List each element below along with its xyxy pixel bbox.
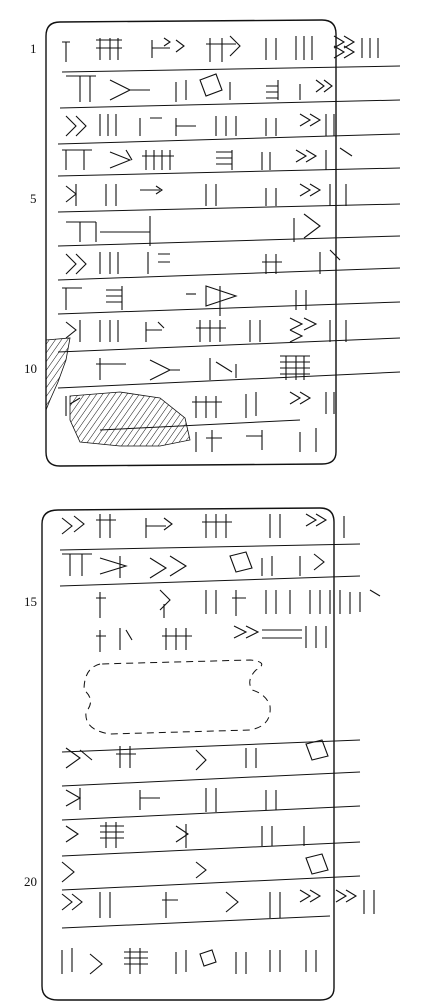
obverse-signs (62, 35, 379, 452)
reverse-erasure (83, 659, 271, 735)
line-number-20: 20 (24, 874, 37, 889)
obverse-ruling-lines (57, 65, 401, 431)
line-number-10: 10 (24, 361, 37, 376)
reverse-ruling-lines (59, 543, 361, 929)
obverse-damage (45, 337, 191, 447)
reverse-tablet (41, 507, 335, 1001)
obverse-tablet (45, 19, 337, 467)
line-number-15: 15 (24, 594, 37, 609)
line-number-1: 1 (30, 41, 37, 56)
reverse-signs (61, 513, 381, 975)
line-number-5: 5 (30, 191, 37, 206)
